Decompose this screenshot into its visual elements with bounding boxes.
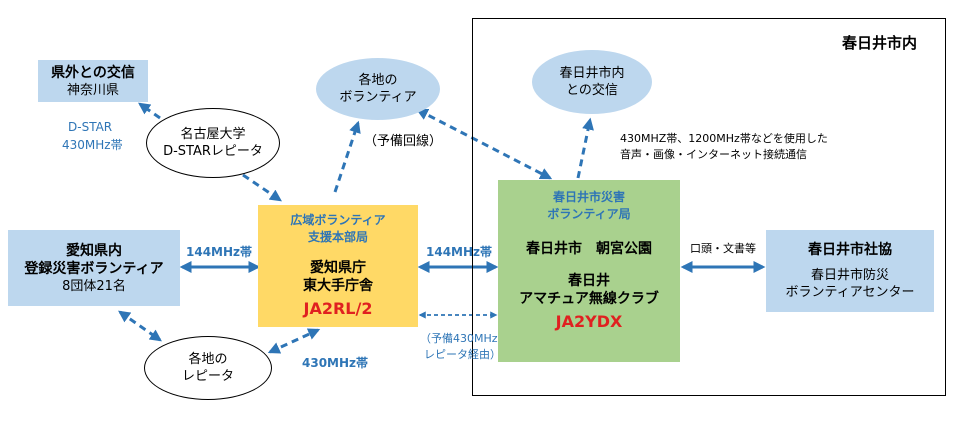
volunteers-line2: ボランティア (339, 90, 417, 105)
aichi-line2: 登録災害ボランティア (24, 260, 164, 277)
backup-430-label2: レピータ経由） (424, 348, 501, 361)
kasugai-comm-line1: 春日井市内 (559, 66, 625, 81)
shakyo-sub2: ボランティアセンター (785, 285, 915, 300)
kasugai-callsign: JA2YDX (555, 312, 623, 331)
repeaters-line1: 各地の (188, 352, 228, 367)
arrow-repeaters-hq (267, 328, 321, 354)
volunteers-line1: 各地の (358, 73, 398, 88)
backup-line-label: （予備回線） (364, 134, 443, 149)
shakyo-sub1: 春日井市防災 (810, 268, 889, 283)
aichi-line1: 愛知県内 (66, 242, 122, 259)
hq-header2: 支援本部局 (307, 230, 368, 244)
hq-line1: 愛知県庁 (310, 260, 366, 276)
arrow-volunteers-kasugai (415, 108, 553, 180)
hq-box: 広域ボランティア 支援本部局 愛知県庁 東大手庁舎 JA2RL/2 (258, 205, 418, 327)
arrow-aichi-repeaters (118, 310, 162, 342)
nagoya-line2: D-STARレピータ (163, 144, 263, 159)
oral-docs-label: 口頭・文書等 (690, 242, 756, 255)
kasugai-comm-line2: との交信 (566, 83, 618, 98)
hq-callsign: JA2RL/2 (303, 299, 373, 318)
kasugai-note2: 音声・画像・インターネット接続通信 (620, 148, 807, 161)
hq-header1: 広域ボランティア (290, 213, 386, 227)
kengai-sub: 神奈川県 (66, 82, 119, 98)
kasugai-header1: 春日井市災害 (552, 190, 625, 204)
shakyo-box: 春日井市社協 春日井市防災 ボランティアセンター (766, 230, 934, 312)
aichi-line3: 8団体21名 (62, 278, 126, 294)
region-title: 春日井市内 (842, 34, 918, 52)
volunteers-ellipse: 各地の ボランティア (316, 58, 440, 120)
nagoya-line1: 名古屋大学 (180, 127, 246, 142)
kasugai-line2: アマチュア無線クラブ (519, 291, 659, 307)
repeater-link-label: 430MHz帯 (302, 356, 369, 370)
arrow-hq-volunteers (333, 120, 361, 193)
arrow-nagoya-kengai (138, 102, 161, 120)
kasugai-line1: 春日井 (568, 273, 610, 289)
hq-line2: 東大手庁舎 (303, 278, 373, 294)
kasugai-comm-ellipse: 春日井市内 との交信 (532, 50, 652, 114)
kengai-title: 県外との交信 (51, 64, 135, 81)
dstar-label: D-STAR (68, 120, 113, 134)
repeaters-line2: レピータ (181, 369, 234, 384)
kengai-box: 県外との交信 神奈川県 (38, 60, 148, 102)
nagoya-ellipse: 名古屋大学 D-STARレピータ (146, 108, 280, 178)
kasugai-box: 春日井市災害 ボランティア局 春日井市 朝宮公園 春日井 アマチュア無線クラブ … (498, 180, 680, 362)
kasugai-location: 春日井市 朝宮公園 (526, 241, 652, 257)
shakyo-title: 春日井市社協 (808, 242, 892, 258)
kasugai-region-frame (472, 18, 946, 396)
hq-link-label: 144MHz帯 (426, 245, 493, 259)
kasugai-header2: ボランティア局 (547, 207, 631, 221)
arrow-kasugai-comm (576, 117, 594, 179)
arrow-nagoya-hq (242, 173, 282, 202)
aichi-link-label: 144MHz帯 (186, 245, 253, 259)
aichi-box: 愛知県内 登録災害ボランティア 8団体21名 (8, 230, 180, 306)
kasugai-note1: 430MHZ帯、1200MHz帯などを使用した (620, 132, 828, 145)
dstar-band-label: 430MHz帯 (62, 138, 123, 152)
backup-430-label1: （予備430MHz (420, 332, 498, 345)
repeaters-ellipse: 各地の レピータ (144, 336, 272, 400)
